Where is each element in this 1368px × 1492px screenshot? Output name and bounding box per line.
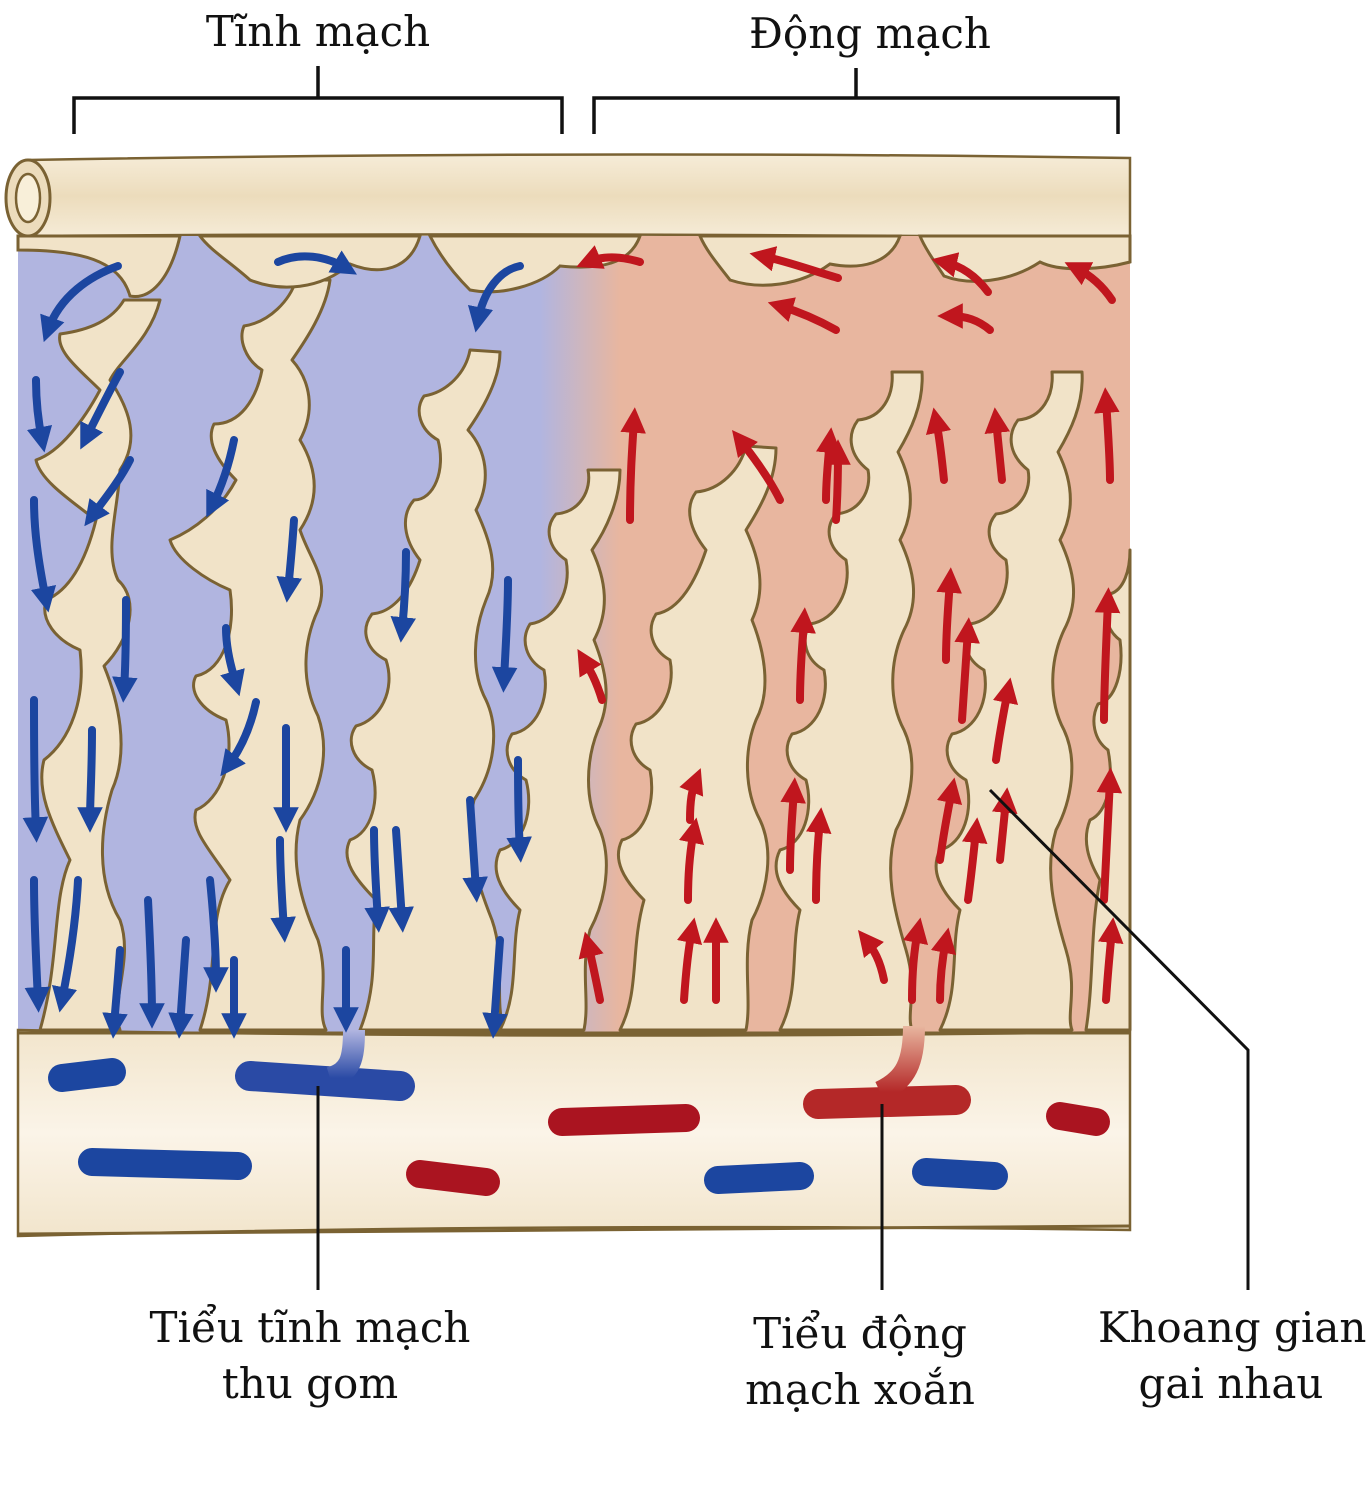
arrow-down-icon: [482, 936, 508, 1039]
arrow-down-icon: [467, 262, 524, 333]
arrow-up-icon: [578, 931, 604, 1004]
arrow-up-icon: [815, 427, 842, 504]
label-spiral-arteriole: Tiểu động mạch xoắn: [700, 1306, 1020, 1418]
arrow-up-icon: [961, 817, 988, 904]
arrow-down-icon: [462, 796, 488, 903]
arrow-up-icon: [925, 407, 952, 484]
villus-tree-1: [34, 298, 162, 1032]
vein-segment: [704, 1162, 814, 1194]
arrow-up-icon: [931, 252, 992, 296]
leader-lines: [316, 788, 1250, 1290]
arrow-up-icon: [749, 246, 842, 282]
arrow-up-icon: [954, 617, 980, 724]
label-spiral-arteriole-line1: Tiểu động: [753, 1309, 967, 1358]
arrow-up-icon: [984, 407, 1011, 484]
label-intervillous-space-line1: Khoang gian: [1098, 1303, 1367, 1352]
label-collecting-venule: Tiểu tĩnh mạch thu gom: [120, 1300, 500, 1412]
arrow-up-icon: [676, 917, 703, 1004]
label-spiral-arteriole-line2: mạch xoắn: [745, 1365, 975, 1414]
arrow-down-icon: [77, 726, 103, 833]
chorionic-plate-tube: [4, 153, 1132, 240]
arrow-down-icon: [80, 368, 124, 450]
collecting-venule: [235, 1029, 415, 1101]
arrow-up-icon: [805, 807, 832, 904]
arrow-up-icon: [1096, 767, 1123, 904]
label-arteries: Động mạch: [749, 9, 991, 58]
arrow-down-icon: [84, 456, 134, 527]
arrow-up-icon: [936, 777, 963, 864]
villus-tree-2: [168, 278, 332, 1032]
arrow-up-icon: [678, 817, 705, 904]
arrow-up-icon: [620, 407, 646, 524]
arrow-up-icon: [577, 649, 606, 704]
arrow-down-icon: [51, 876, 82, 1013]
vein-segment: [48, 1058, 126, 1092]
arrow-down-icon: [139, 896, 165, 1029]
label-veins: Tĩnh mạch: [205, 7, 431, 56]
artery-segment: [1046, 1102, 1110, 1136]
vein-segment: [912, 1158, 1008, 1190]
arrow-up-icon: [1094, 587, 1121, 724]
arrow-down-icon: [506, 756, 532, 863]
arrow-up-icon: [930, 927, 957, 1004]
venous-flow-arrows: [22, 250, 532, 1039]
arrow-up-icon: [936, 567, 962, 664]
arrow-up-icon: [825, 439, 851, 524]
villus-tree-3: [345, 348, 506, 1032]
villus-tree-5: [616, 444, 778, 1032]
leader-intervillous-space: [988, 788, 1250, 1290]
artery-segment: [406, 1160, 500, 1196]
arrow-down-icon: [168, 936, 194, 1039]
arterial-flow-arrows: [576, 245, 1124, 1004]
arrow-down-icon: [22, 696, 49, 843]
arrow-up-icon: [992, 677, 1019, 764]
arrow-down-icon: [388, 826, 414, 933]
bracket-veins: [72, 66, 564, 134]
arrow-down-icon: [206, 436, 238, 518]
arrow-down-icon: [102, 946, 128, 1039]
decidual-vessels: [48, 1058, 1110, 1196]
arrow-up-icon: [767, 297, 840, 334]
arrow-down-icon: [112, 596, 138, 703]
arrow-down-icon: [270, 836, 296, 943]
arrow-up-icon: [1064, 262, 1116, 304]
arrow-up-icon: [780, 777, 806, 874]
basal-plate-bottom-edge: [17, 1224, 1131, 1236]
arrow-down-icon: [364, 826, 390, 933]
arrow-up-icon: [679, 768, 704, 824]
artery-segment: [548, 1104, 700, 1136]
bracket-arteries: [592, 68, 1120, 134]
label-intervillous-space-line2: gai nhau: [1138, 1359, 1324, 1408]
arrow-down-icon: [274, 250, 357, 275]
label-collecting-venule-line2: thu gom: [221, 1359, 399, 1408]
arrow-down-icon: [276, 516, 303, 603]
arrow-up-icon: [858, 930, 888, 984]
arrow-down-icon: [491, 576, 518, 693]
vein-segment: [78, 1148, 252, 1180]
arrow-up-icon: [1097, 917, 1124, 1004]
label-collecting-venule-line1: Tiểu tĩnh mạch: [149, 1303, 471, 1352]
arrow-down-icon: [390, 548, 417, 643]
label-intervillous-space: Khoang gian gai nhau: [1098, 1300, 1367, 1412]
spiral-arteriole: [803, 1025, 971, 1119]
arrow-up-icon: [790, 607, 816, 704]
arrow-up-icon: [732, 430, 784, 504]
arrow-down-icon: [220, 698, 260, 777]
villus-tree-6: [774, 370, 924, 1032]
arrow-down-icon: [30, 496, 57, 613]
arrow-up-icon: [902, 917, 929, 1004]
arrow-down-icon: [40, 262, 122, 343]
arrow-down-icon: [24, 876, 51, 1013]
arrow-up-icon: [937, 303, 994, 334]
arrow-down-icon: [220, 624, 245, 697]
arrow-down-icon: [203, 876, 229, 993]
arrow-up-icon: [1094, 387, 1120, 484]
arrow-down-icon: [26, 376, 53, 453]
arrow-up-icon: [576, 245, 644, 269]
